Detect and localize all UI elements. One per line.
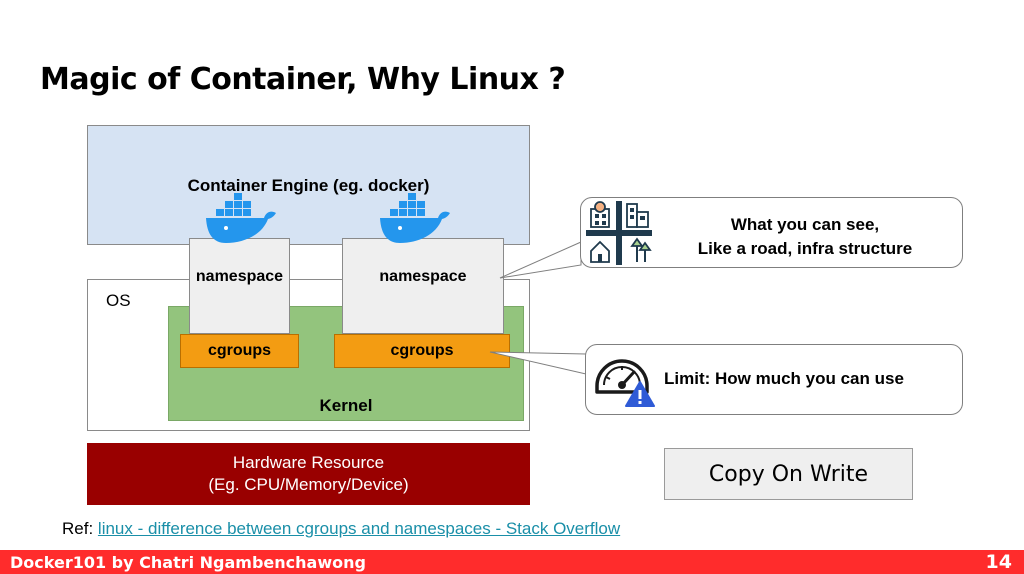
footer-bar: Docker101 by Chatri Ngambenchawong 14 [0, 550, 1024, 574]
city-infrastructure-icon [586, 201, 652, 265]
hardware-label-line2: (Eg. CPU/Memory/Device) [208, 475, 409, 494]
namespace-box-right [342, 238, 504, 334]
docker-whale-icon [380, 193, 450, 243]
slide-number: 14 [985, 551, 1012, 573]
namespace-callout-line1: What you can see, [730, 215, 880, 234]
slide-title: Magic of Container, Why Linux ? [40, 62, 566, 97]
gauge-warning-icon [595, 359, 655, 407]
os-label: OS [106, 291, 131, 310]
kernel-label: Kernel [319, 396, 373, 415]
hardware-label-line1: Hardware Resource [232, 453, 385, 472]
reference-line: Ref: linux - difference between cgroups … [62, 519, 620, 539]
reference-prefix: Ref: [62, 519, 94, 538]
cgroups-box-left: cgroups [180, 334, 299, 368]
reference-link[interactable]: linux - difference between cgroups and n… [97, 519, 621, 538]
namespace-label-left: namespace [195, 268, 284, 285]
footer-author: Docker101 by Chatri Ngambenchawong [10, 553, 366, 572]
container-engine-box [87, 125, 530, 245]
cgroups-label-right: cgroups [390, 342, 454, 359]
namespace-box-left [189, 238, 290, 334]
namespace-callout-text: What you can see, Like a road, infra str… [655, 213, 955, 261]
namespace-label-right: namespace [379, 268, 467, 285]
callout-pointers [489, 241, 587, 375]
container-engine-label: Container Engine (eg. docker) [187, 176, 430, 195]
cgroups-label-left: cgroups [207, 342, 272, 359]
docker-whale-icon [206, 193, 276, 243]
hardware-resource-box: Hardware Resource (Eg. CPU/Memory/Device… [87, 443, 530, 505]
copy-on-write-box: Copy On Write [664, 448, 913, 500]
cgroups-box-right: cgroups [334, 334, 510, 368]
namespace-callout-line2: Like a road, infra structure [697, 239, 913, 258]
cgroups-callout-text: Limit: How much you can use [664, 369, 904, 388]
copy-on-write-label: Copy On Write [708, 461, 869, 487]
